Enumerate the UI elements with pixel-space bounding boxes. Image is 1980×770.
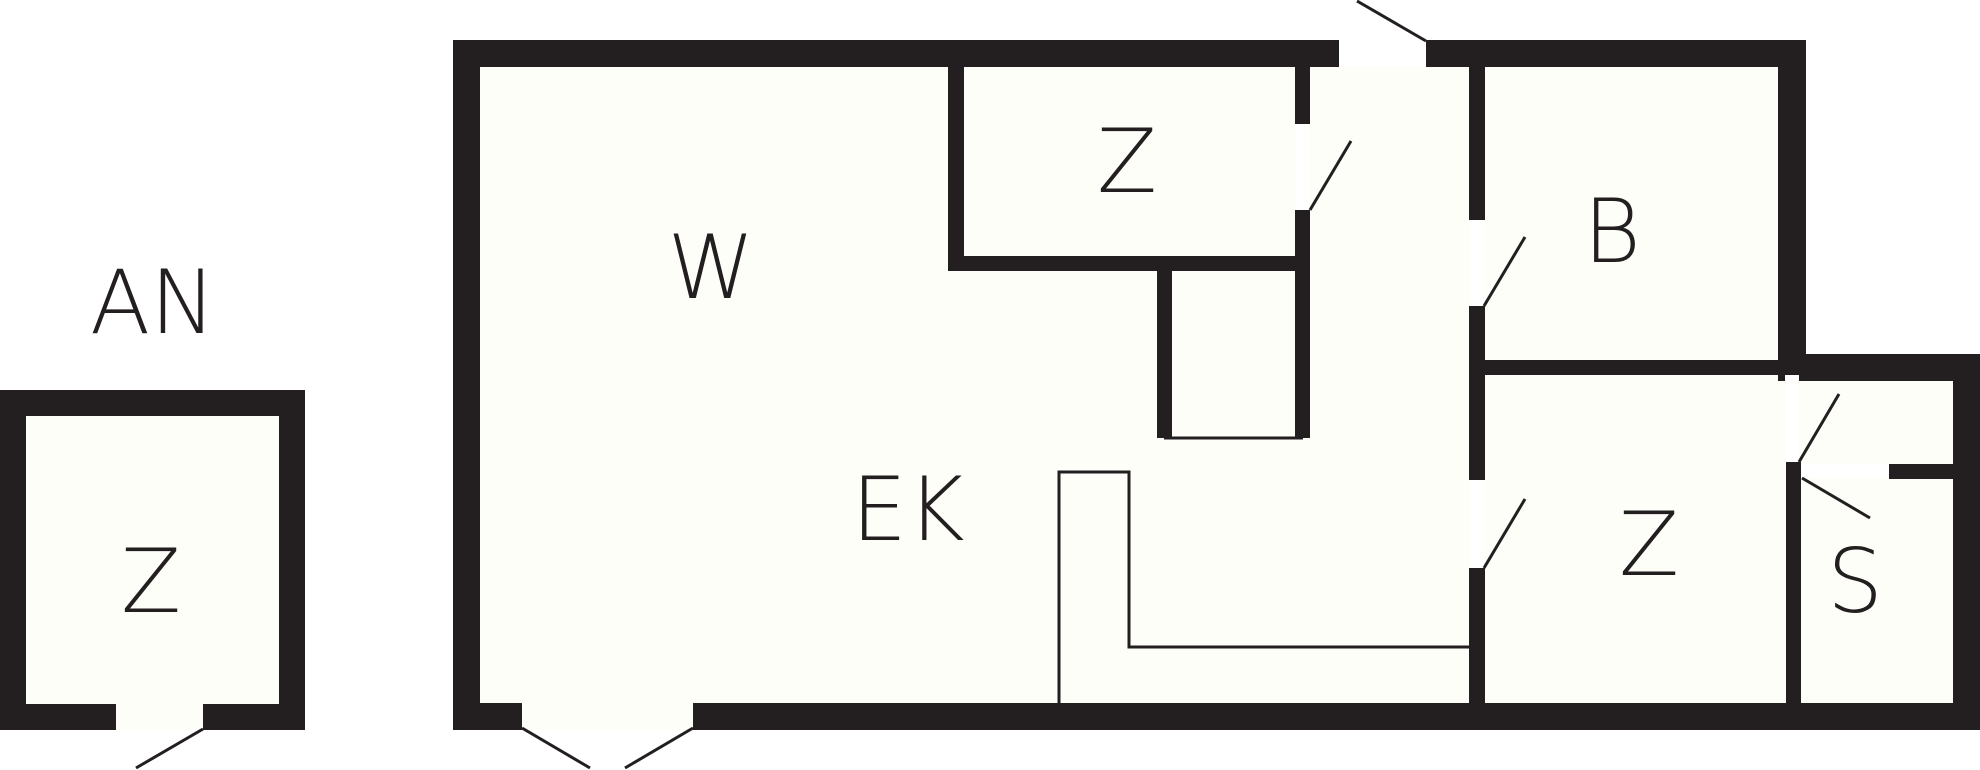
door-leaf-bathroom [1470, 220, 1484, 306]
outer-wall-top-right [1426, 40, 1806, 67]
wall-storage-mid [1889, 464, 1955, 479]
annex-building [0, 390, 305, 770]
annex-floor [0, 390, 305, 730]
outer-wall-bottom-right [693, 703, 1980, 730]
wall-closet-left [1157, 268, 1172, 438]
outer-wall-left [453, 40, 480, 730]
door-swing-room-right [1482, 498, 1527, 569]
annex-door-swing [135, 727, 204, 770]
annex-title-label: AN [90, 251, 216, 354]
main-building [453, 0, 1980, 770]
door-leaf-storage-bottom [1802, 465, 1889, 478]
door-swing-storage-bottom [1801, 476, 1871, 520]
wall-room-top-right-b [1295, 210, 1310, 438]
annex-wall-top [0, 390, 305, 416]
kitchen-label: EK [851, 458, 964, 561]
door-swing-bathroom [1482, 236, 1527, 307]
outer-wall-top-left [453, 40, 1339, 67]
wall-center-vertical-c [1469, 568, 1485, 730]
door-leaf-room-right [1470, 480, 1484, 568]
room-labels: AN Z W EK Z B Z S [90, 110, 1883, 633]
wall-center-vertical-b [1469, 306, 1485, 480]
outer-wall-bottom-left [453, 703, 522, 730]
door-swing-top [1356, 0, 1427, 43]
outer-wall-right-upper [1778, 40, 1806, 380]
room-top-label: Z [1097, 110, 1157, 213]
room-right-label: Z [1619, 493, 1679, 596]
door-leaf-top [1339, 41, 1426, 66]
annex-wall-right [279, 390, 305, 730]
kitchen-counter [1057, 470, 1470, 703]
entrance-door-swing-right [624, 726, 694, 770]
annex-wall-left [0, 390, 26, 730]
living-room-label: W [667, 216, 754, 319]
wall-room-top-left [948, 64, 964, 271]
annex-wall-bottom-right [203, 704, 305, 730]
annex-wall-bottom-left [0, 704, 116, 730]
annex-room-label: Z [121, 530, 181, 633]
wall-bath-bottom [1484, 360, 1780, 375]
entrance-door-swing-left [521, 726, 591, 770]
door-leaf-room-top [1296, 124, 1309, 210]
storage-floor [1785, 354, 1980, 730]
wall-storage-left-upper [1779, 360, 1785, 375]
door-swing-room-top [1308, 140, 1353, 211]
wall-storage-left [1786, 462, 1801, 730]
door-leaf-storage-side [1785, 375, 1799, 462]
bathroom-label: B [1583, 180, 1641, 283]
outer-wall-storage-right [1953, 354, 1980, 730]
storage-label: S [1827, 530, 1883, 633]
door-swing-storage-side [1797, 393, 1841, 463]
wall-room-top-bottom [948, 256, 1309, 271]
outer-wall-storage-top [1778, 354, 1980, 381]
wall-center-vertical-a [1469, 64, 1485, 220]
wall-room-top-right-a [1295, 64, 1310, 124]
